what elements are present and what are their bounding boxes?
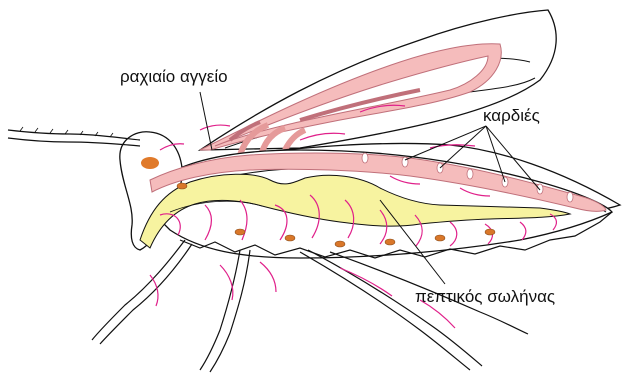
label-hearts: καρδιές (483, 106, 540, 125)
legs (92, 240, 528, 372)
label-digestive-tube: πεπτικός σωλήνας (415, 287, 555, 306)
antenna (8, 127, 140, 146)
dorsal-vessel-leader (200, 92, 212, 150)
eye (141, 157, 159, 169)
label-dorsal-vessel: ραχιαίο αγγείο (120, 67, 228, 86)
